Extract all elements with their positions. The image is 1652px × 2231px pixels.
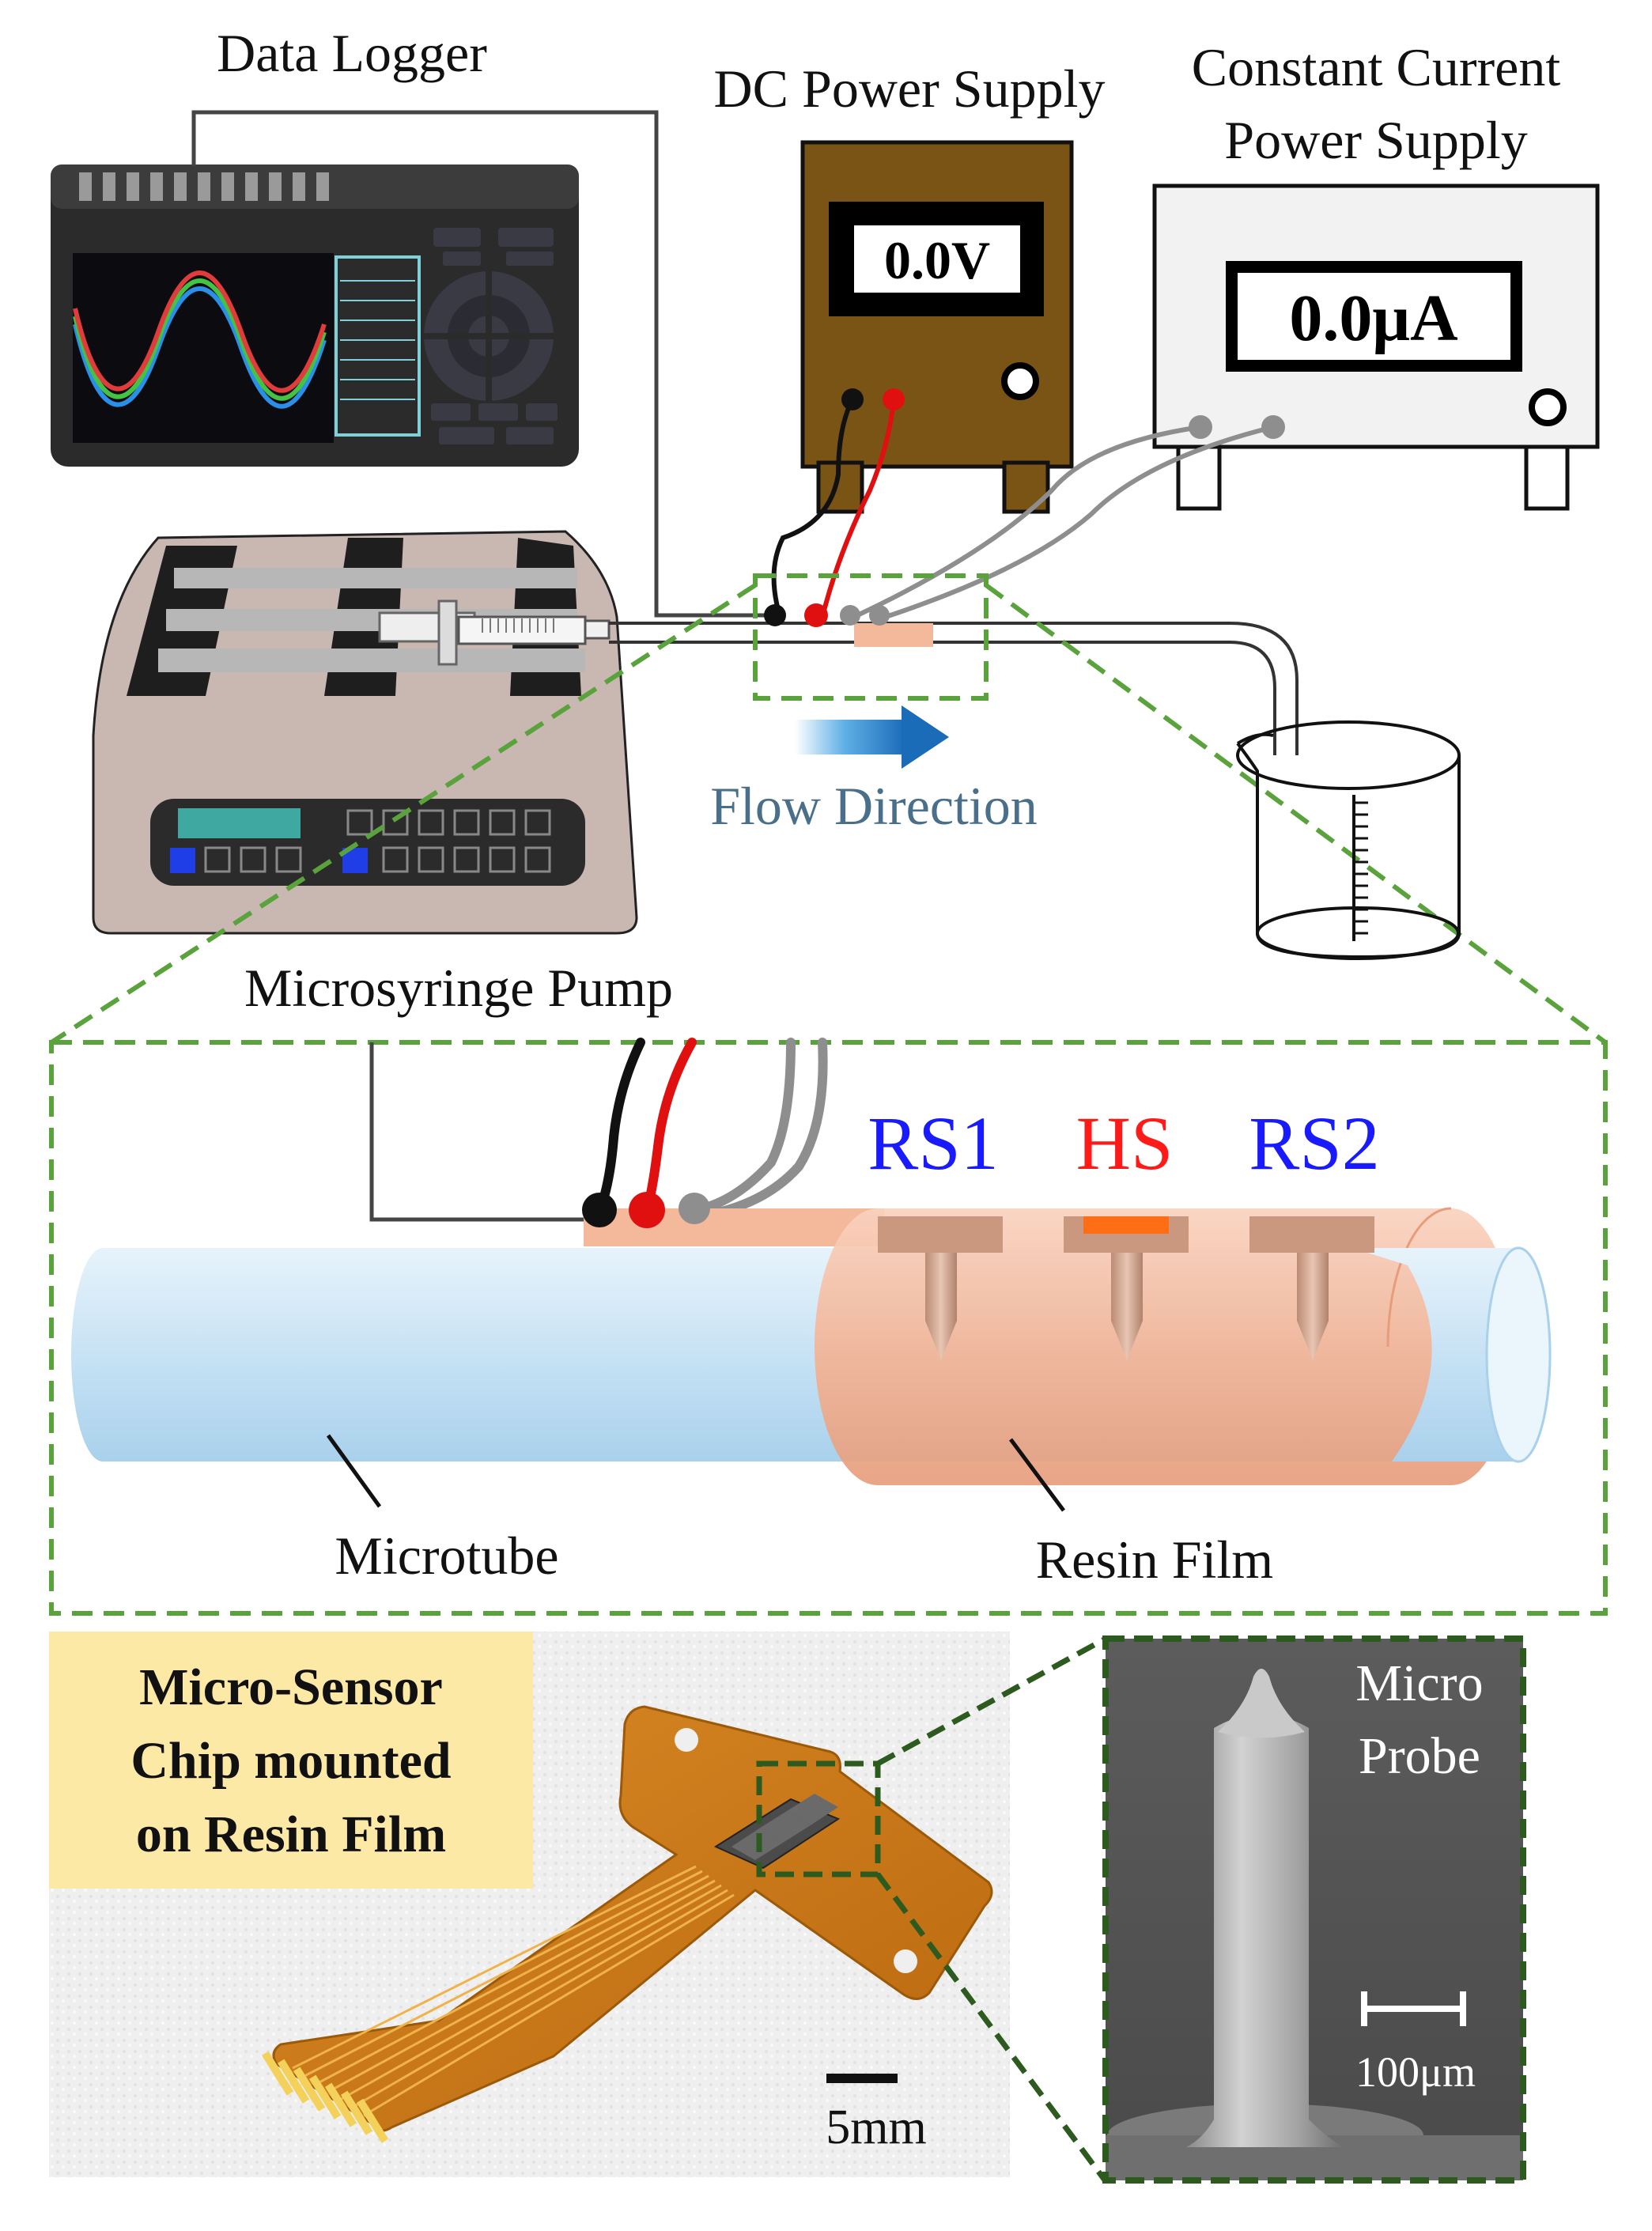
- zoom-pad-red: [629, 1192, 665, 1228]
- sem-frame: [1102, 1635, 1526, 2184]
- sensor-label-rs1: RS1: [868, 1101, 998, 1185]
- photo-caption-box: [49, 1632, 533, 1889]
- dc-knob[interactable]: [1001, 362, 1039, 400]
- flex-film-contacts: [261, 2051, 389, 2143]
- chip-photo-zoom-box: [756, 1760, 881, 1877]
- sem-title-line1: Micro: [1355, 1654, 1483, 1712]
- zoom-logger-wire: [369, 1042, 597, 1222]
- pump-button-blue-1[interactable]: [170, 848, 195, 873]
- data-logger-dial: [424, 271, 554, 401]
- resin-film-sleeve: [815, 1207, 1552, 1485]
- pad-gray-1: [840, 605, 860, 626]
- sem-title-line2: Probe: [1359, 1727, 1480, 1785]
- dc-power-supply: 0.0V: [800, 140, 1074, 514]
- pad-gray-2: [869, 605, 890, 626]
- sem-scale-bar: [1361, 1991, 1466, 2026]
- dc-terminal-red: [883, 388, 905, 410]
- dc-terminal-black: [841, 388, 864, 410]
- data-logger: [51, 164, 579, 467]
- photo-scale-label: 5mm: [826, 2101, 926, 2154]
- photo-caption-line1: Micro-Sensor: [139, 1658, 443, 1716]
- data-logger-screen: [73, 253, 334, 443]
- cc-display-value: 0.0μA: [1289, 282, 1458, 355]
- micro-sensor-chip: [713, 1794, 841, 1870]
- sem-guide-lines: [875, 1635, 1108, 2184]
- resin-film-small: [854, 623, 933, 647]
- microsyringe-pump: [92, 530, 638, 935]
- photo-caption-line2: Chip mounted: [130, 1732, 451, 1790]
- beaker: [1236, 720, 1461, 960]
- dc-power-supply-label: DC Power Supply: [714, 59, 1106, 119]
- flow-direction-label: Flow Direction: [710, 776, 1038, 836]
- zoom-sensor-wires: [595, 1038, 828, 1219]
- data-logger-vents: [79, 172, 329, 201]
- pad-red: [804, 603, 828, 627]
- sem-probe-shaft: [1186, 1714, 1344, 2147]
- microtube-line: [609, 622, 1299, 755]
- flow-arrow: [795, 705, 949, 769]
- data-logger-wave-red: [73, 270, 327, 393]
- sensor-chip-rs2: [1249, 1216, 1374, 1360]
- sem-probe-tip: [1218, 1669, 1305, 1738]
- sem-scale-label: 100μm: [1355, 2048, 1476, 2096]
- pad-black: [764, 604, 786, 626]
- sensor-chip-hs: [1064, 1216, 1189, 1360]
- data-logger-label: Data Logger: [217, 23, 487, 83]
- sensor-label-hs: HS: [1076, 1101, 1174, 1185]
- microtube-label: Microtube: [335, 1526, 558, 1586]
- cc-label-line1: Constant Current: [1192, 37, 1561, 97]
- sem-image: [1106, 1639, 1523, 2180]
- sensor-label-rs2: RS2: [1249, 1101, 1379, 1185]
- constant-current-power-supply: 0.0μA: [1152, 183, 1600, 511]
- pump-lcd: [178, 808, 301, 838]
- cc-terminal-1: [1189, 415, 1212, 439]
- beaker-graduations: [1354, 801, 1368, 935]
- dc-display-value: 0.0V: [884, 230, 990, 290]
- zoom-box-small: [753, 573, 989, 701]
- microtube-leader: [326, 1434, 382, 1508]
- sensor-chip-rs1: [878, 1216, 1003, 1360]
- photo-caption-line3: on Resin Film: [136, 1806, 446, 1863]
- cc-terminal-2: [1261, 415, 1285, 439]
- zoom-guide-lines: [50, 583, 1607, 1045]
- sensor-wires-top: [771, 397, 1276, 619]
- data-logger-wave-green: [73, 278, 327, 401]
- resin-film-leader: [1008, 1438, 1066, 1512]
- resin-film-label: Resin Film: [1036, 1530, 1273, 1590]
- zoom-pad-black: [582, 1193, 617, 1227]
- data-logger-wave-blue: [73, 286, 327, 409]
- microsyringe-pump-label: Microsyringe Pump: [244, 958, 673, 1018]
- cc-knob[interactable]: [1529, 388, 1567, 426]
- flex-film-traces: [292, 1865, 735, 2117]
- data-logger-side-panel: [335, 255, 421, 437]
- zoom-box-large: [49, 1040, 1608, 1616]
- zoom-pad-gray: [679, 1193, 710, 1224]
- cc-label-line2: Power Supply: [1224, 110, 1527, 170]
- data-logger-cable: [191, 110, 775, 618]
